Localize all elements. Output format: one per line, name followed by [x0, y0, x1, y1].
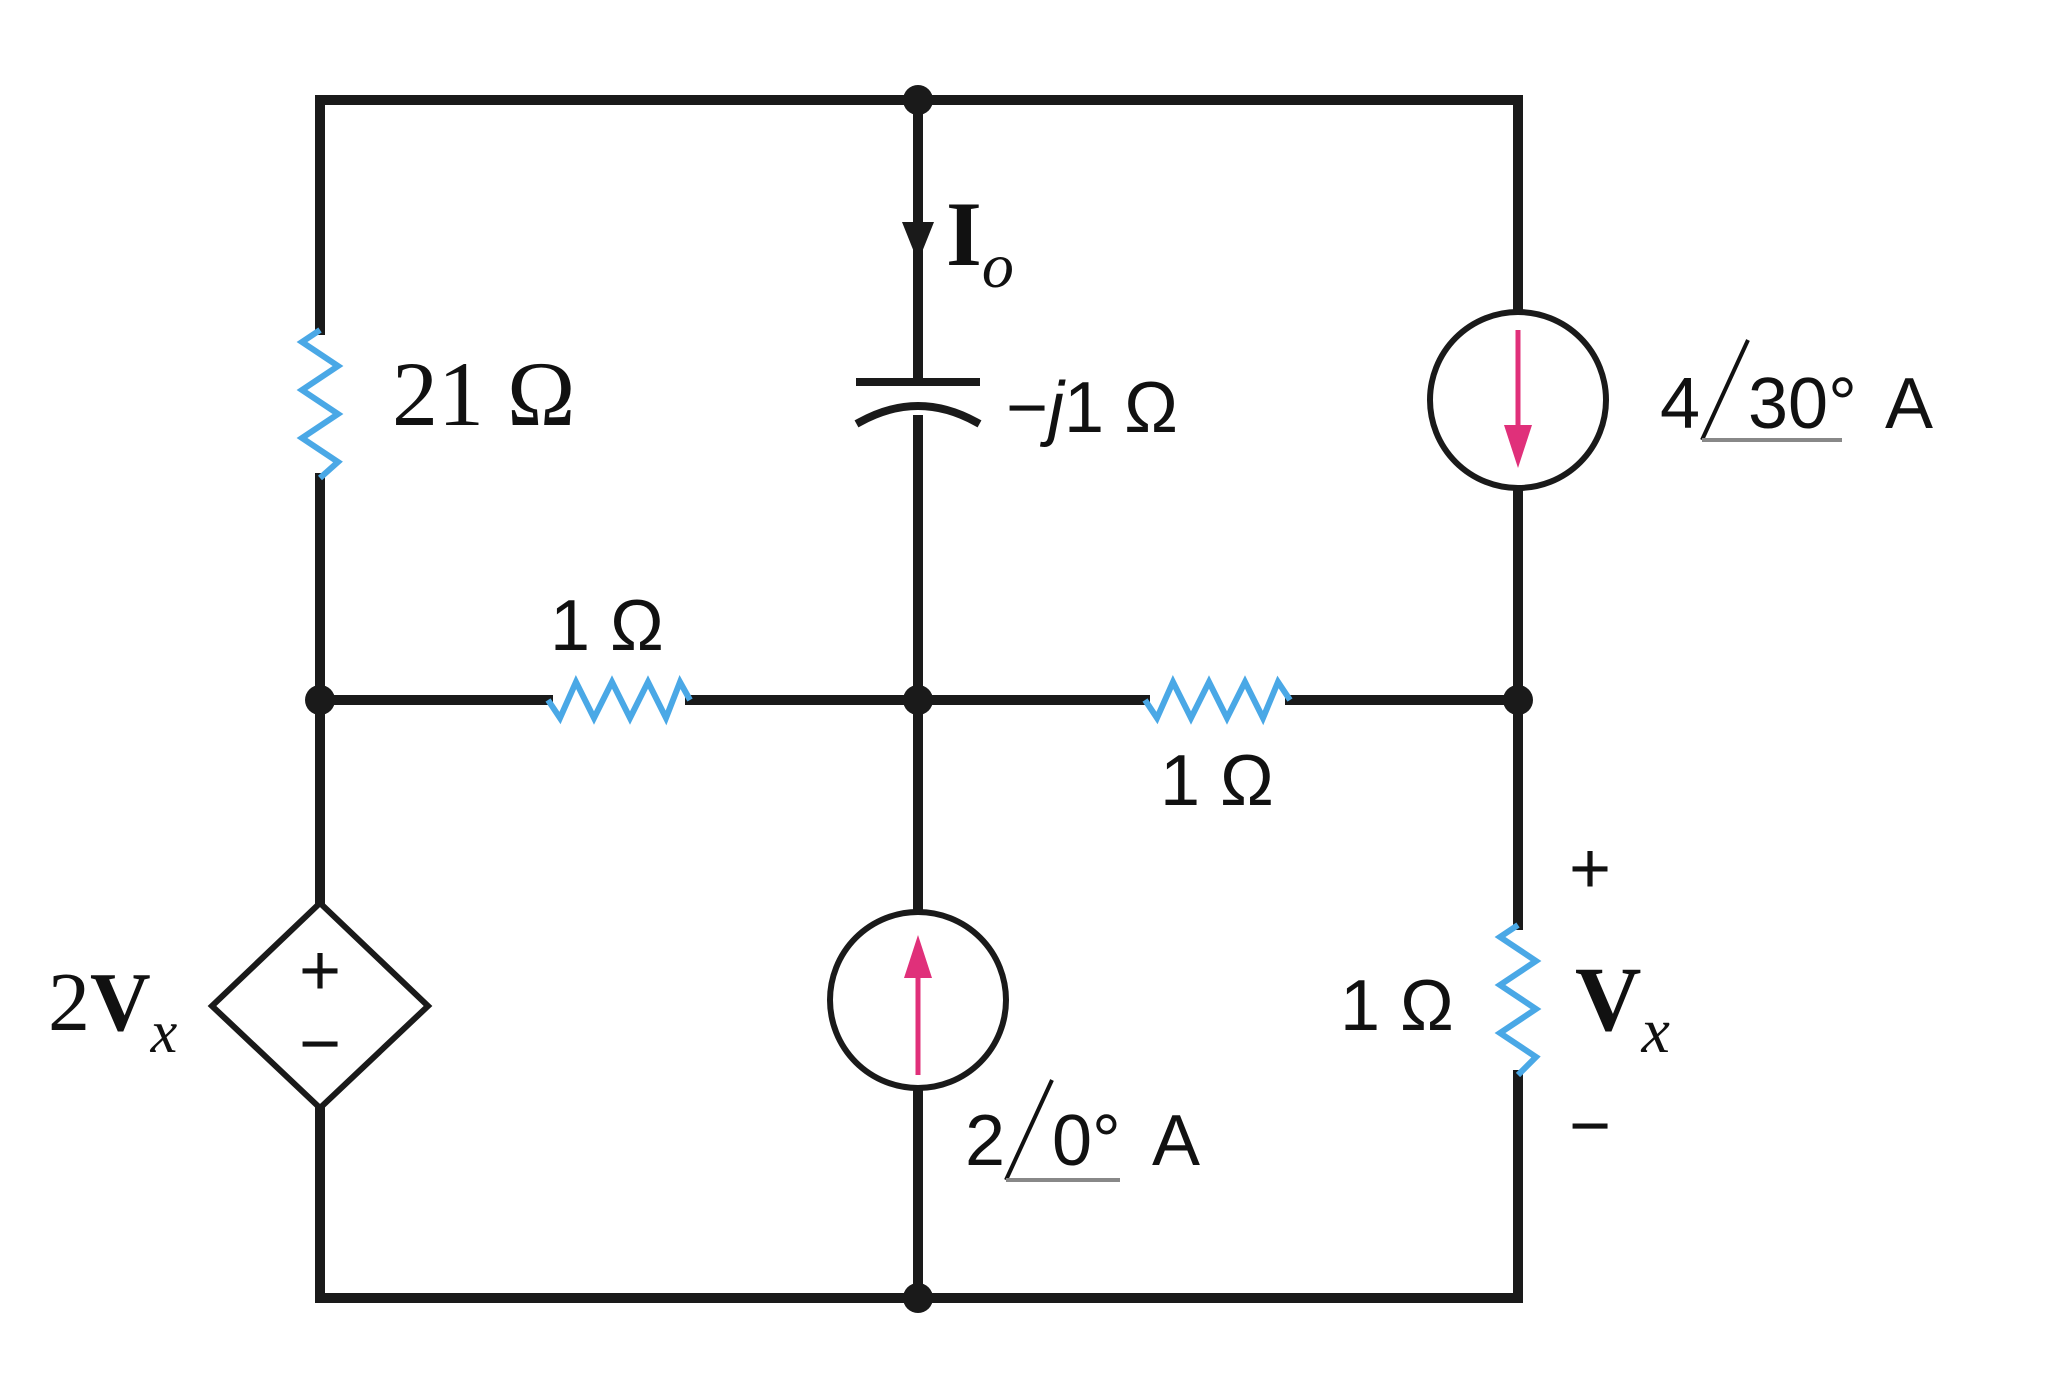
nodes [305, 85, 1533, 1313]
resistor-21-label: 21 Ω [392, 343, 575, 445]
resistor-1-ohm-left-icon [545, 674, 693, 726]
vx-label: Vx [1575, 948, 1670, 1066]
dep-source-label: 2Vx [48, 956, 178, 1065]
dependent-voltage-source-icon [207, 898, 433, 1113]
current-source-bottom-icon [827, 909, 1009, 1091]
node-left [305, 685, 335, 715]
resistor-21-ohm-icon [296, 327, 344, 481]
dep-source-plus: + [299, 931, 341, 1011]
svg-text:30°: 30° [1748, 364, 1857, 444]
svg-text:2: 2 [965, 1101, 1005, 1181]
resistor-1-ohm-right-icon [1142, 674, 1293, 726]
vx-minus: − [1569, 1086, 1611, 1166]
resistor-1-ohm-bottom-icon [1494, 922, 1542, 1078]
node-center [903, 685, 933, 715]
capacitor-label: −j1 Ω [1006, 368, 1178, 448]
node-right [1503, 685, 1533, 715]
svg-text:A: A [1885, 364, 1933, 444]
current-io-label: Io [946, 183, 1014, 301]
svg-text:A: A [1152, 1101, 1200, 1181]
dep-source-minus: − [299, 1004, 341, 1084]
current-source-bottom-label: 2 0° A [965, 1079, 1200, 1182]
svg-text:0°: 0° [1052, 1101, 1121, 1181]
capacitor-icon [854, 378, 982, 428]
node-bottom [903, 1283, 933, 1313]
current-source-top-icon [1427, 309, 1609, 491]
resistor-1-bottom-label: 1 Ω [1340, 966, 1454, 1046]
resistor-1-right-label: 1 Ω [1160, 741, 1274, 821]
vx-plus: + [1569, 829, 1611, 909]
resistor-1-left-label: 1 Ω [550, 586, 664, 666]
svg-text:4: 4 [1660, 364, 1700, 444]
node-top [903, 85, 933, 115]
current-source-top-label: 4 30° A [1660, 339, 1933, 444]
io-arrow-icon [902, 222, 934, 262]
